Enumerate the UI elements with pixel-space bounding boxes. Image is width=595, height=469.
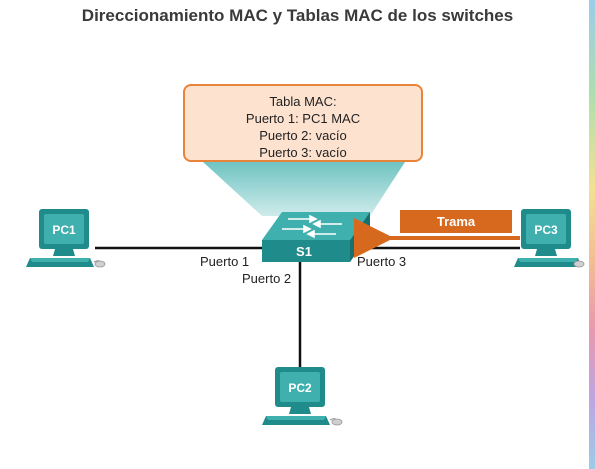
decorative-edge-strip (589, 0, 595, 469)
port1-label: Puerto 1 (200, 254, 249, 269)
mac-table-row-port1: Puerto 1: PC1 MAC (245, 111, 361, 126)
mac-table-row-port3: Puerto 3: vacío (259, 145, 347, 160)
pc1[interactable]: PC1 (26, 209, 106, 268)
pc3[interactable]: PC3 (514, 209, 585, 268)
switch-label: S1 (296, 244, 312, 259)
diagram-title: Direccionamiento MAC y Tablas MAC de los… (81, 6, 514, 25)
pc2[interactable]: PC2 (262, 367, 343, 426)
pc3-label: PC3 (534, 223, 558, 237)
mac-table-projection (203, 162, 405, 216)
pc1-label: PC1 (52, 223, 76, 237)
switch-s1[interactable]: S1 (262, 212, 370, 262)
mac-table-heading: Tabla MAC: (269, 94, 337, 109)
pc2-label: PC2 (288, 381, 312, 395)
frame-label: Trama (437, 214, 476, 229)
frame-box (400, 210, 512, 233)
switch-arrows-icon (282, 214, 342, 239)
frame-indicator: Trama (354, 210, 520, 258)
mac-table-row-port2: Puerto 2: vacío (259, 128, 347, 143)
port2-label: Puerto 2 (242, 271, 291, 286)
port3-label: Puerto 3 (357, 254, 406, 269)
mac-table-box: Tabla MAC: Puerto 1: PC1 MAC Puerto 2: v… (183, 84, 423, 162)
